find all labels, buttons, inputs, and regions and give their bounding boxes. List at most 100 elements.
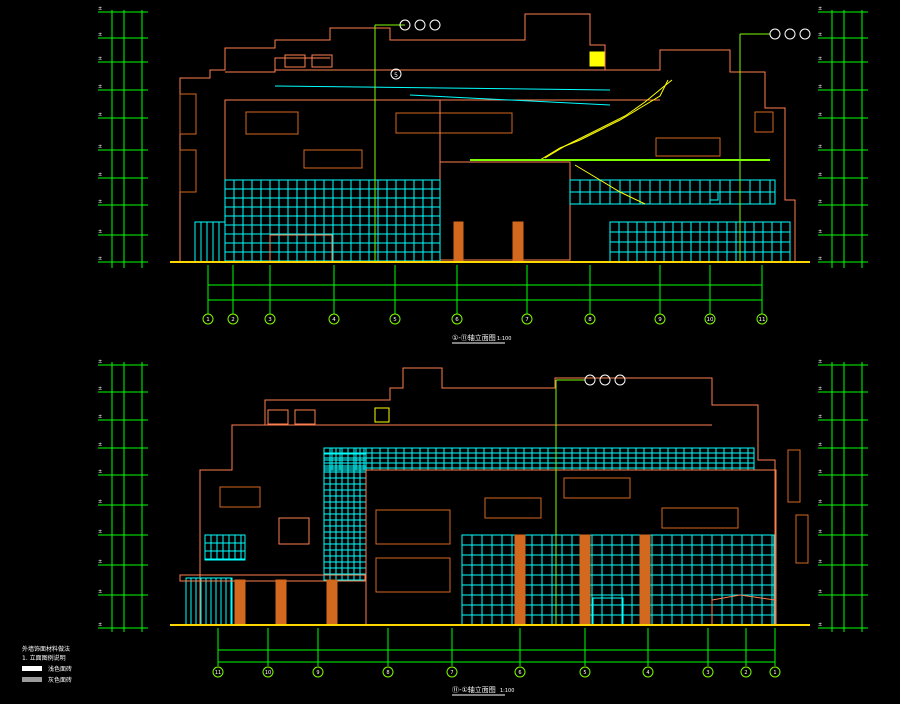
level-mark: ± [98, 229, 102, 235]
top-axis-label: 9 [658, 317, 662, 323]
level-mark: ± [818, 622, 822, 628]
bottom-ramp [711, 594, 776, 625]
level-mark: ± [98, 559, 102, 565]
bottom-curtain-small [204, 534, 246, 561]
material-legend: 外墙饰面材料做法 1. 立面图例说明 浅色面砖 灰色面砖 [22, 644, 72, 684]
level-mark: ± [98, 256, 102, 262]
top-stair-2 [574, 164, 646, 205]
level-mark: ± [818, 589, 822, 595]
callout-bubble [784, 28, 796, 40]
top-axis-bubble [654, 313, 666, 325]
bottom-axis-bubble [740, 666, 752, 678]
bottom-axis-bubble [212, 666, 224, 678]
callout-bubble [584, 374, 596, 386]
top-roof-box-1 [284, 54, 306, 68]
bottom-window-4 [484, 497, 542, 519]
bottom-roof-box-2 [294, 409, 316, 425]
bottom-entrance-door [592, 597, 624, 626]
top-stair-1 [539, 79, 669, 161]
top-canopy-slope [409, 94, 611, 106]
bottom-column-3 [326, 579, 338, 626]
top-elevation-scale: 1:100 [497, 336, 511, 342]
bottom-column-1 [234, 579, 246, 626]
top-axis-label: 2 [231, 317, 235, 323]
top-axis-bubble [202, 313, 214, 325]
grid-callout-label: 5 [394, 72, 398, 79]
top-axis-label: 1 [206, 317, 210, 323]
level-mark: ± [98, 172, 102, 178]
top-curtain-left-base [194, 221, 226, 263]
bottom-window-right-1 [787, 449, 801, 503]
top-window-2 [303, 149, 363, 169]
bottom-axis-label: 8 [386, 670, 389, 676]
bottom-axis-bubble [446, 666, 458, 678]
bottom-axis-bubble [642, 666, 654, 678]
top-stair-tower [589, 51, 605, 67]
bottom-axis-label: 6 [518, 670, 521, 676]
level-mark: ± [818, 529, 822, 535]
callout-bubble [599, 374, 611, 386]
bottom-main-mass [365, 469, 777, 626]
level-mark: ± [818, 386, 822, 392]
bottom-roof-box-1 [267, 409, 289, 425]
top-window-3 [395, 112, 513, 134]
legend-item-label: 浅色面砖 [48, 666, 73, 673]
bottom-window-2 [375, 509, 451, 545]
bottom-axis-bubble [514, 666, 526, 678]
top-column-1 [453, 221, 464, 263]
bottom-axis-label: 7 [450, 670, 453, 676]
level-mark: ± [818, 144, 822, 150]
level-mark: ± [818, 199, 822, 205]
level-mark: ± [818, 229, 822, 235]
level-mark: ± [818, 559, 822, 565]
bottom-axis-label: 9 [316, 670, 319, 676]
level-mark: ± [818, 414, 822, 420]
top-axis-bubble [227, 313, 239, 325]
top-axis-bubble [704, 313, 716, 325]
bottom-axis-label: 10 [265, 670, 271, 676]
level-mark: ± [98, 442, 102, 448]
top-axis-label: 3 [268, 317, 272, 323]
level-mark: ± [818, 84, 822, 90]
level-mark: ± [818, 6, 822, 12]
grid-callout-bubble [390, 68, 402, 80]
top-axis-label: 6 [455, 317, 459, 323]
bottom-curtain-base-left [185, 577, 233, 626]
top-stair-1b [544, 79, 673, 159]
bottom-axis-bubble [312, 666, 324, 678]
callout-bubble [769, 28, 781, 40]
bottom-stair-tower [374, 407, 390, 423]
bottom-elevation-title: ⑪-①轴立面图 [452, 685, 496, 694]
top-window-left-1 [179, 93, 197, 135]
legend-item-grey: 灰色面砖 [22, 675, 72, 684]
top-axis-bubble [264, 313, 276, 325]
legend-item-light: 浅色面砖 [22, 664, 72, 673]
top-axis-label: 5 [393, 317, 397, 323]
level-mark: ± [98, 386, 102, 392]
top-window-1 [245, 111, 299, 135]
level-mark: ± [818, 32, 822, 38]
callout-bubble [429, 19, 441, 31]
bottom-axis-label: 3 [706, 670, 709, 676]
bottom-window-left [278, 517, 310, 545]
bottom-window-3 [375, 557, 451, 593]
bottom-axis-bubble [382, 666, 394, 678]
callout-bubble [799, 28, 811, 40]
top-elevation-title: ①-⑪轴立面图 [452, 333, 496, 342]
bottom-axis-label: 1 [773, 670, 776, 676]
level-mark: ± [98, 499, 102, 505]
level-mark: ± [98, 84, 102, 90]
bottom-axis-label: 4 [646, 670, 649, 676]
top-small-window [709, 191, 719, 201]
bottom-curtain-wall-main [461, 534, 775, 626]
level-mark: ± [98, 6, 102, 12]
top-band-2 [274, 85, 611, 91]
callout-bubble [414, 19, 426, 31]
top-axis-bubble [584, 313, 596, 325]
level-mark: ± [98, 112, 102, 118]
top-axis-bubble [521, 313, 533, 325]
bottom-elevation-scale: 1:100 [500, 688, 514, 694]
level-mark: ± [98, 56, 102, 62]
